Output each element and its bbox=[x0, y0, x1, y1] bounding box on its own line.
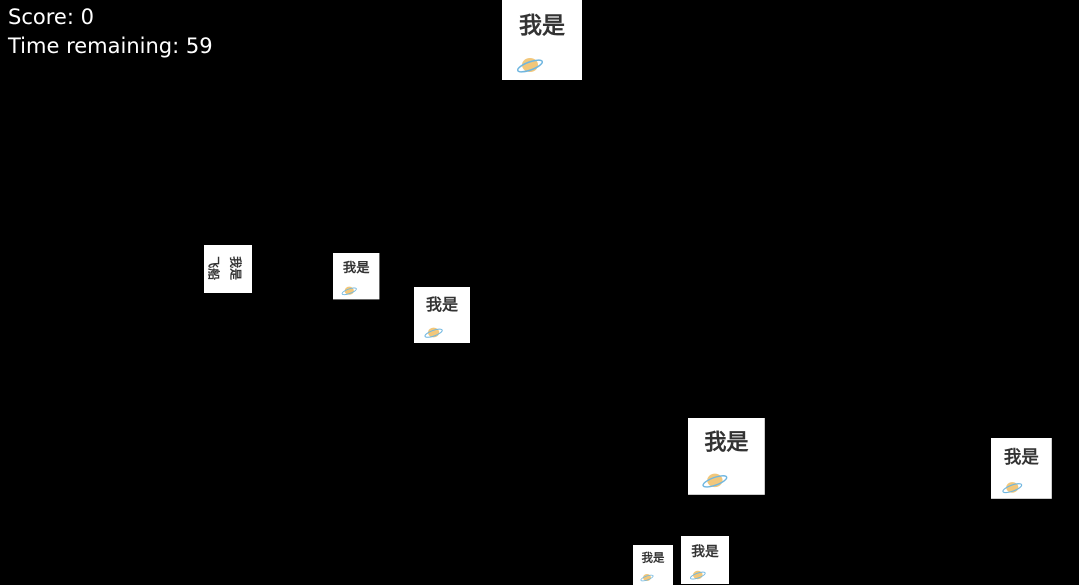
sprite-label: 我是 bbox=[691, 543, 719, 560]
sprite-label: 我是 bbox=[425, 296, 459, 315]
spaceship-sprite[interactable]: 我是 飞船 bbox=[333, 253, 380, 300]
planet-icon bbox=[424, 327, 443, 338]
spaceship-sprite[interactable]: 我是 飞船 bbox=[688, 418, 765, 495]
score-display: Score: 0 bbox=[8, 5, 94, 29]
spaceship-sprite[interactable]: 我是 飞船 bbox=[502, 0, 582, 80]
planet-icon bbox=[702, 473, 728, 488]
sprite-label: 我是 bbox=[1003, 447, 1039, 468]
spaceship-sprite[interactable]: 我是 飞船 bbox=[414, 287, 470, 343]
planet-icon bbox=[1002, 482, 1023, 494]
time-remaining-display: Time remaining: 59 bbox=[8, 34, 213, 58]
sprite-label: 我是 bbox=[704, 430, 749, 456]
spaceship-sprite[interactable]: 我是 飞船 bbox=[991, 438, 1052, 499]
sprite-label: 我是 bbox=[342, 260, 370, 276]
sprite-label: 我是 bbox=[228, 256, 243, 281]
spaceship-sprite[interactable]: 我是 飞船 bbox=[633, 545, 673, 585]
planet-icon bbox=[689, 570, 706, 580]
planet-icon bbox=[516, 58, 544, 73]
sprite-label: 我是 bbox=[519, 13, 565, 39]
planet-icon bbox=[341, 286, 357, 296]
spaceship-sprite[interactable]: 我是 飞船 bbox=[681, 536, 729, 584]
planet-icon bbox=[640, 574, 654, 582]
sprite-label-2: 飞船 bbox=[206, 256, 222, 281]
sprite-label: 我是 bbox=[641, 551, 665, 565]
spaceship-sprite[interactable]: 我是 飞船 bbox=[204, 245, 252, 293]
